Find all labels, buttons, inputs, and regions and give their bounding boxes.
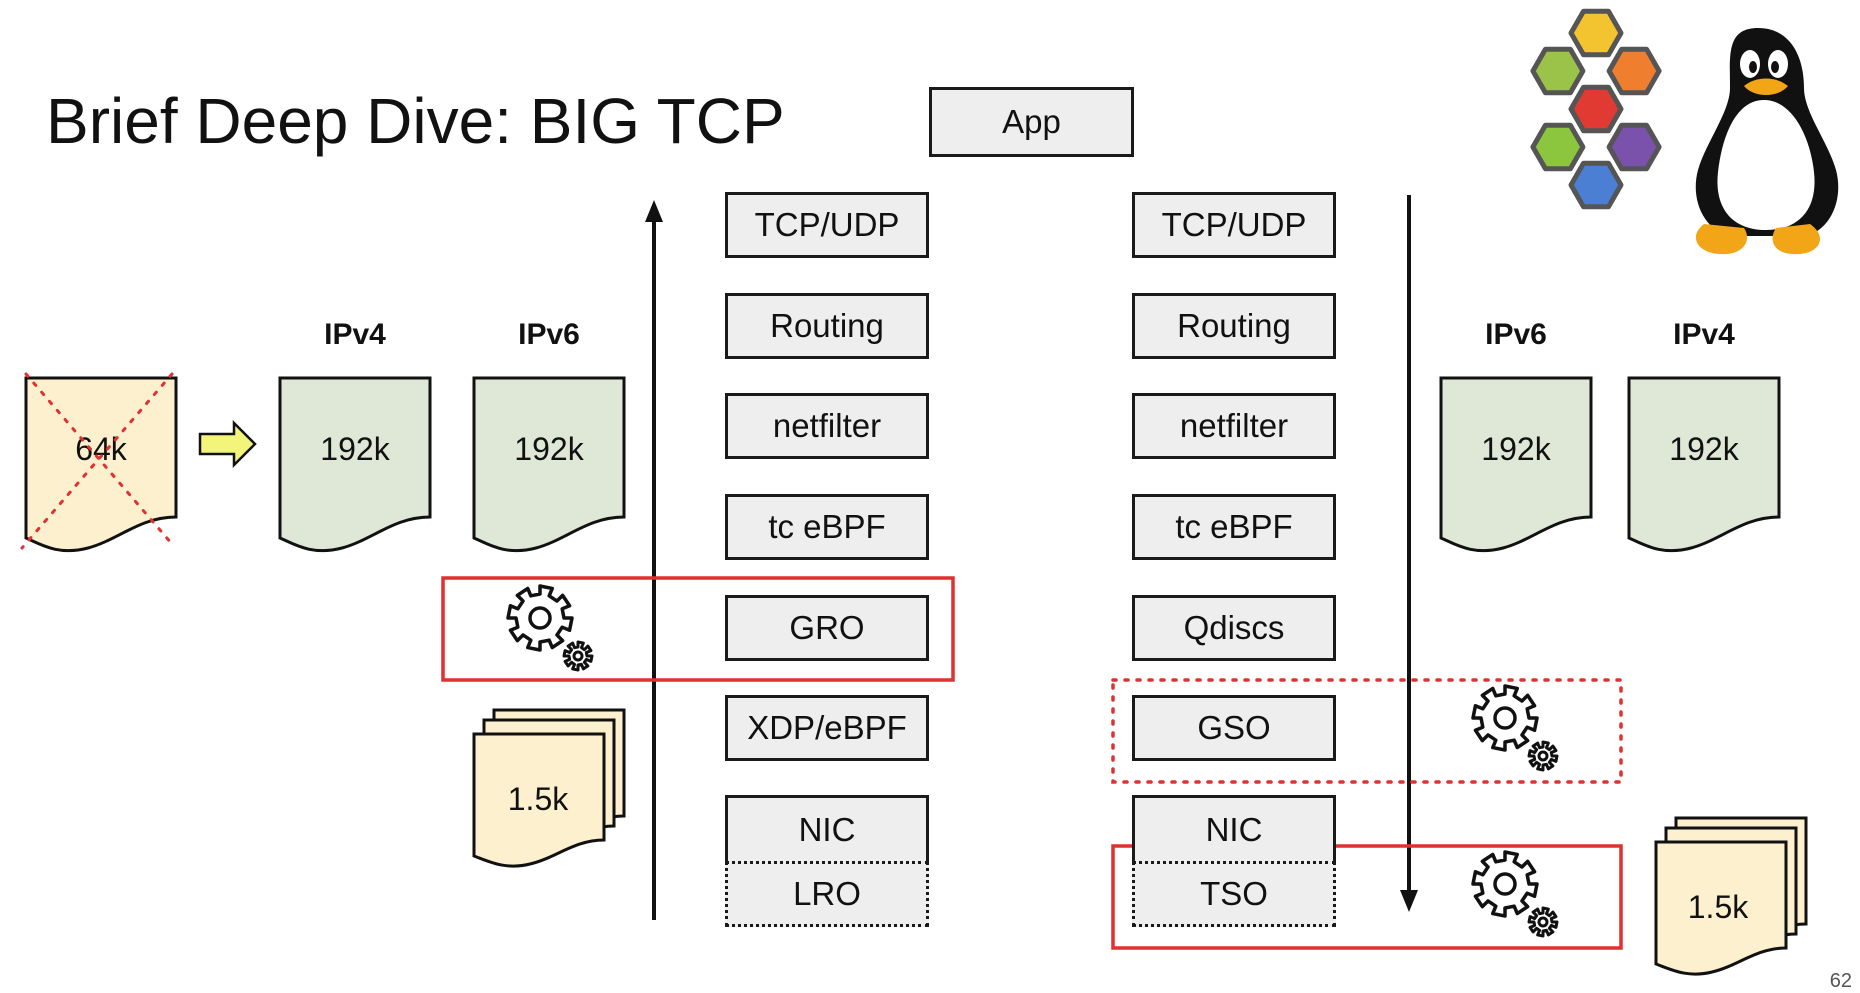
right-stack-tcp-udp: TCP/UDP <box>1132 192 1336 258</box>
page-number: 62 <box>1829 970 1852 992</box>
gears-icon <box>506 584 594 672</box>
svg-text:192k: 192k <box>514 431 584 467</box>
left-stack-nic: NIC <box>725 795 929 861</box>
left-stack-tc-ebpf: tc eBPF <box>725 494 929 560</box>
left-ipv4-header: IPv4 <box>324 318 386 351</box>
tso-highlight-box <box>1111 844 1623 950</box>
slide-title: Brief Deep Dive: BIG TCP <box>46 85 785 157</box>
left-stack-netfilter: netfilter <box>725 393 929 459</box>
right-stack-routing: Routing <box>1132 293 1336 359</box>
right-stack-tc-ebpf: tc eBPF <box>1132 494 1336 560</box>
right-ipv4-header: IPv4 <box>1673 318 1735 351</box>
left-stack-xdp-ebpf: XDP/eBPF <box>725 695 929 761</box>
left-ipv4-packet: 192k <box>278 376 432 553</box>
tux-penguin-icon <box>1695 28 1839 255</box>
left-stack-routing: Routing <box>725 293 929 359</box>
right-ipv6-header: IPv6 <box>1485 318 1547 351</box>
left-stack-tcp-udp: TCP/UDP <box>725 192 929 258</box>
svg-text:1.5k: 1.5k <box>508 781 569 817</box>
right-stack-nic: NIC <box>1132 795 1336 861</box>
gso-highlight-box <box>1111 678 1623 784</box>
cross-line-2 <box>20 372 174 550</box>
left-stack-gro: GRO <box>725 595 929 661</box>
upgrade-arrow <box>198 419 257 469</box>
old-packet-64k: 64k <box>20 372 178 553</box>
right-stack-netfilter: netfilter <box>1132 393 1336 459</box>
gears-icon <box>1471 684 1559 772</box>
right-stack-tso: TSO <box>1132 861 1336 927</box>
hexagon-logo-icon <box>1530 8 1662 210</box>
svg-text:192k: 192k <box>1481 431 1551 467</box>
left-ipv6-packet: 192k <box>472 376 626 553</box>
svg-text:192k: 192k <box>320 431 390 467</box>
left-small-packets: 1.5k <box>472 708 626 868</box>
left-stack-lro: LRO <box>725 861 929 927</box>
right-stack-qdiscs: Qdiscs <box>1132 595 1336 661</box>
right-ipv4-packet: 192k <box>1627 376 1781 553</box>
rx-up-arrow <box>645 200 663 920</box>
right-stack-gso: GSO <box>1132 695 1336 761</box>
left-ipv6-header: IPv6 <box>518 318 580 351</box>
tx-down-arrow <box>1400 195 1418 912</box>
gears-icon <box>1471 850 1559 938</box>
right-small-packets: 1.5k <box>1654 816 1808 976</box>
gro-highlight-box <box>441 576 955 682</box>
old-packet-label: 64k <box>75 431 128 467</box>
svg-text:1.5k: 1.5k <box>1688 889 1749 925</box>
svg-text:192k: 192k <box>1669 431 1739 467</box>
app-box: App <box>929 87 1134 157</box>
right-ipv6-packet: 192k <box>1439 376 1593 553</box>
